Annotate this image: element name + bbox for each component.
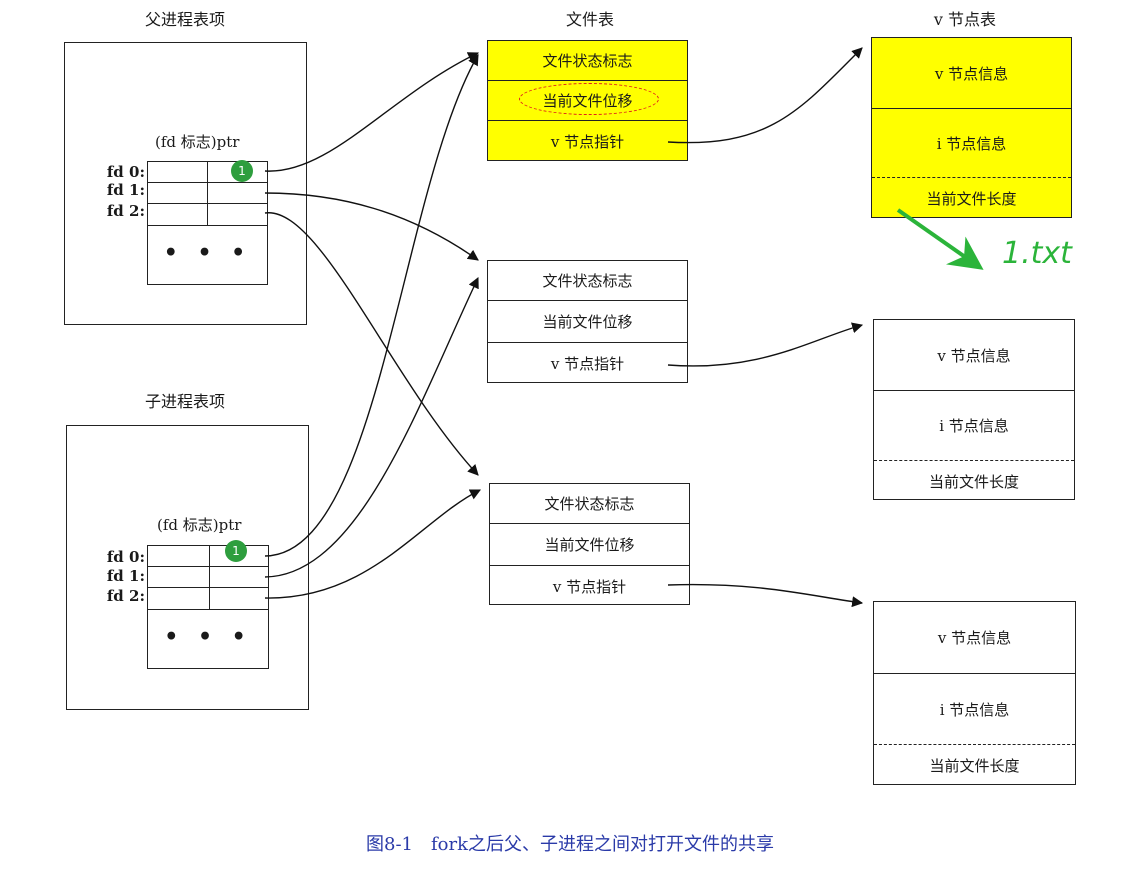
fd-ptr-label: (fd 标志)ptr bbox=[155, 133, 240, 151]
file-length: 当前文件长度 bbox=[929, 757, 1020, 775]
fd-row-2 bbox=[148, 588, 268, 610]
inode-info: i 节点信息 bbox=[874, 674, 1075, 745]
parent-process-heading: 父进程表项 bbox=[144, 10, 225, 29]
file-offset: 当前文件位移 bbox=[490, 524, 689, 566]
arrow-vnode-ptr-2 bbox=[667, 322, 864, 367]
vnode-pointer: v 节点指针 bbox=[550, 133, 625, 151]
arrow-vnode-ptr-1 bbox=[667, 47, 863, 144]
note-arrow bbox=[896, 208, 984, 270]
child-process-entry: (fd 标志)ptr fd 0: fd 1: fd 2: • • • bbox=[66, 425, 309, 710]
fd-table: • • • bbox=[147, 545, 269, 669]
parent-process-entry: (fd 标志)ptr fd 0: fd 1: fd 2: • • • bbox=[64, 42, 307, 325]
fd0-label: fd 0: bbox=[106, 163, 145, 181]
figure-caption: 图8-1 fork之后父、子进程之间对打开文件的共享 bbox=[366, 834, 774, 855]
file-name-note: 1.txt bbox=[1002, 236, 1072, 271]
step-badge-child: 1 bbox=[225, 540, 247, 562]
arrow-child-fd0 bbox=[264, 54, 479, 557]
fd1-label: fd 1: bbox=[106, 567, 145, 585]
vnode-entry-3: v 节点信息 i 节点信息 当前文件长度 bbox=[873, 601, 1076, 785]
file-status-flags: 文件状态标志 bbox=[490, 484, 689, 524]
fd-ptr-label: (fd 标志)ptr bbox=[157, 516, 242, 534]
fd-row-0 bbox=[148, 546, 268, 567]
fd2-label: fd 2: bbox=[106, 587, 145, 605]
file-length: 当前文件长度 bbox=[928, 472, 1019, 491]
file-status-flags: 文件状态标志 bbox=[488, 261, 687, 301]
more-fds-ellipsis: • • • bbox=[163, 240, 252, 266]
vnode-info: v 节点信息 bbox=[874, 602, 1075, 674]
offset-highlight-oval bbox=[519, 83, 659, 115]
fd1-label: fd 1: bbox=[106, 181, 145, 199]
file-table-heading: 文件表 bbox=[565, 10, 614, 29]
vnode-entry-1: v 节点信息 i 节点信息 当前文件长度 bbox=[871, 37, 1072, 218]
fd-flag-divider bbox=[207, 162, 208, 226]
vnode-info: v 节点信息 bbox=[872, 38, 1071, 109]
vnode-info: v 节点信息 bbox=[874, 320, 1074, 391]
fd-table: • • • bbox=[147, 161, 268, 285]
fd0-label: fd 0: bbox=[106, 548, 145, 566]
step-badge-parent: 1 bbox=[231, 160, 253, 182]
fd-row-1 bbox=[148, 567, 268, 588]
vnode-pointer: v 节点指针 bbox=[552, 577, 627, 596]
arrow-parent-fd2 bbox=[264, 212, 479, 476]
arrow-child-fd1 bbox=[264, 277, 479, 578]
vnode-entry-2: v 节点信息 i 节点信息 当前文件长度 bbox=[873, 319, 1075, 500]
file-table-entry-3: 文件状态标志 当前文件位移 v 节点指针 bbox=[489, 483, 690, 605]
child-process-heading: 子进程表项 bbox=[144, 392, 225, 411]
arrow-parent-fd1 bbox=[264, 192, 479, 261]
fd2-label: fd 2: bbox=[106, 202, 145, 220]
file-offset: 当前文件位移 bbox=[488, 301, 687, 343]
file-table-entry-2: 文件状态标志 当前文件位移 v 节点指针 bbox=[487, 260, 688, 383]
arrow-vnode-ptr-3 bbox=[667, 583, 864, 608]
file-status-flags: 文件状态标志 bbox=[488, 41, 687, 81]
inode-info: i 节点信息 bbox=[874, 391, 1074, 461]
fd-flag-divider bbox=[209, 546, 210, 610]
arrow-parent-fd0 bbox=[264, 52, 479, 172]
inode-info: i 节点信息 bbox=[872, 109, 1071, 178]
arrow-child-fd2 bbox=[264, 489, 481, 599]
vnode-table-heading: v 节点表 bbox=[933, 10, 997, 29]
file-length: 当前文件长度 bbox=[926, 190, 1017, 208]
vnode-pointer: v 节点指针 bbox=[550, 355, 625, 373]
more-fds-ellipsis: • • • bbox=[164, 624, 252, 650]
